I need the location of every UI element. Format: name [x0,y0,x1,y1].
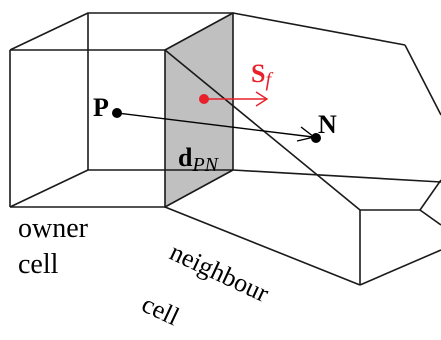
neighbour-top-edge [232,12,406,46]
label-sf-base: S [251,59,265,88]
point-n [311,133,321,143]
dpn-vector-line [116,112,314,138]
neighbour-diagonal [164,49,361,211]
point-p [112,108,122,118]
owner-cell [9,12,233,208]
neighbour-back-bottom [232,169,441,183]
label-neighbour-line1: neighbour [165,237,273,308]
label-sf-sub: f [265,69,273,91]
neighbour-bottom-diagonal [164,206,361,286]
label-dpn-sub: PN [191,154,219,176]
label-dpn-base: d [178,143,193,172]
label-dpn: dPN [178,143,220,176]
label-sf: Sf [251,59,273,91]
label-neighbour-line2: cell [137,289,183,331]
label-p: P [93,93,109,122]
label-owner-line1: owner [18,213,89,244]
label-n: N [318,110,337,139]
neighbour-cell [164,12,441,286]
face-centre-point [199,94,209,104]
neighbour-right-mid [419,179,441,211]
owner-cell-bottom-diagonal [9,169,89,208]
sf-vector-arrowhead [255,91,269,107]
neighbour-right-top [404,44,441,116]
neighbour-front-bottom [359,249,441,286]
shared-face [164,12,234,208]
label-owner-line2: cell [18,249,59,280]
neighbour-right-lower [419,209,441,226]
